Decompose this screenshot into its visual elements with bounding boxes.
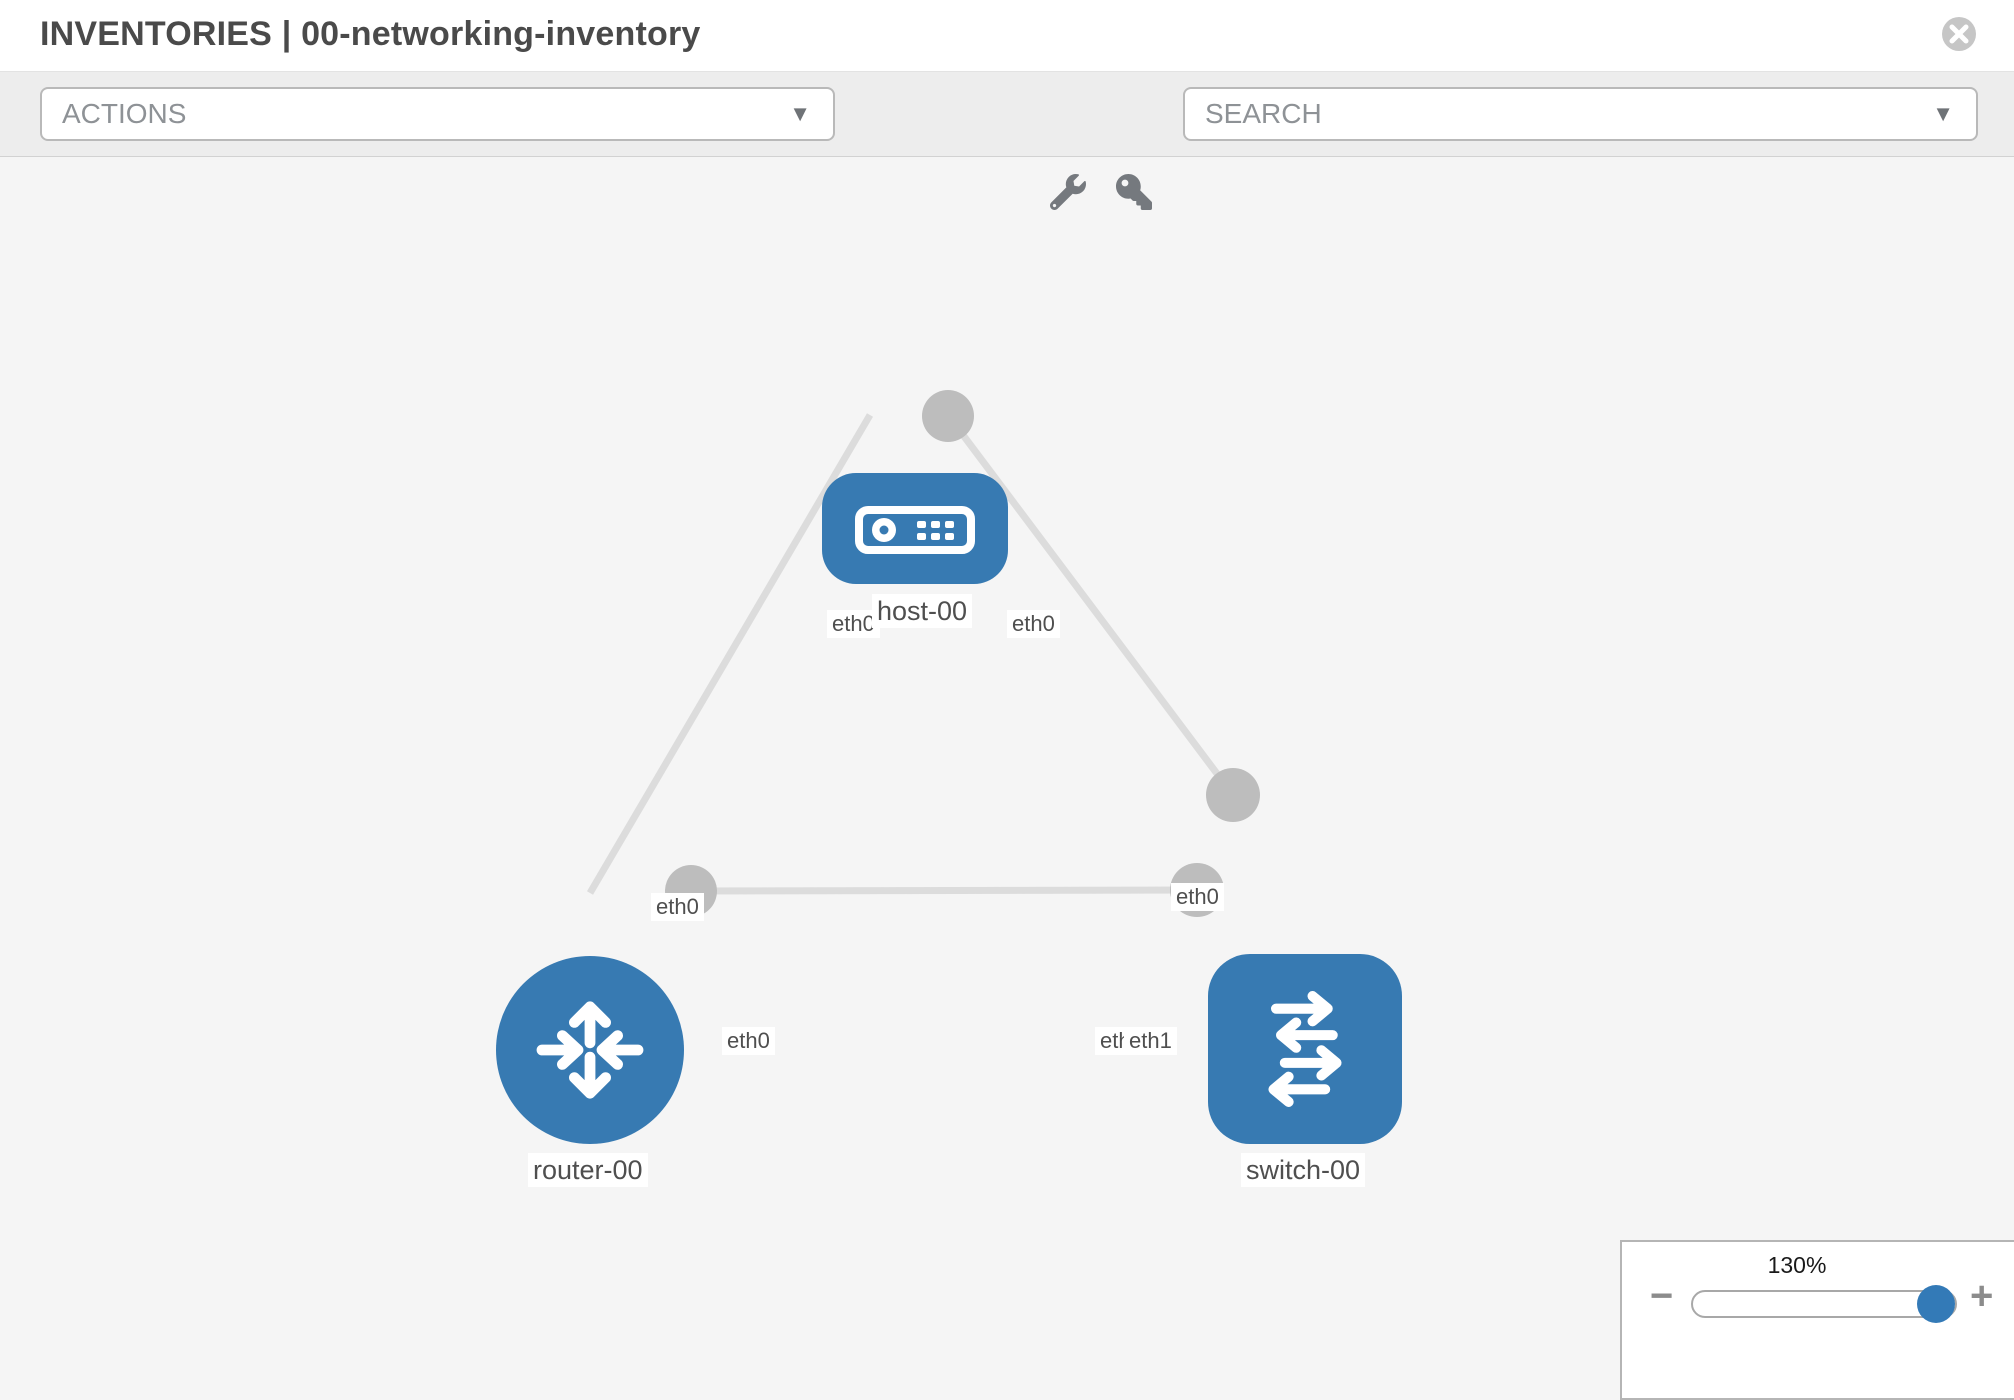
actions-dropdown-label: ACTIONS: [62, 98, 187, 129]
zoom-slider-thumb[interactable]: [1917, 1285, 1955, 1323]
close-button[interactable]: [1942, 17, 1976, 51]
zoom-level-value: 130%: [1767, 1252, 1827, 1278]
zoom-slider-track[interactable]: [1691, 1285, 1957, 1323]
search-dropdown-label: SEARCH: [1205, 98, 1322, 129]
configure-button[interactable]: [1046, 170, 1090, 214]
page-title: INVENTORIES | 00-networking-inventory: [40, 15, 701, 53]
credentials-button[interactable]: [1112, 170, 1156, 214]
iface-label-router-eth0-uplink: eth0: [651, 893, 704, 921]
topology-links-layer: [586, 390, 1260, 917]
router-icon: [536, 1001, 644, 1099]
node-router-00[interactable]: [496, 956, 684, 1144]
iface-label-switch-eth1: eth1: [1124, 1027, 1177, 1055]
wrench-icon: [1050, 174, 1086, 210]
port-host-eth0[interactable]: [922, 390, 974, 442]
node-label-switch-00: switch-00: [1241, 1153, 1366, 1187]
key-icon: [1116, 174, 1152, 210]
search-dropdown[interactable]: SEARCH ▼: [1183, 87, 1978, 141]
header-bar: INVENTORIES | 00-networking-inventory: [0, 0, 2014, 72]
port-switch-eth0[interactable]: [1206, 768, 1260, 822]
iface-label-host-eth0-left: eth0: [827, 610, 880, 638]
node-label-router-00: router-00: [528, 1153, 648, 1187]
zoom-in-button[interactable]: +: [1970, 1274, 1994, 1318]
node-host-00[interactable]: [822, 473, 1008, 584]
chevron-down-icon: ▼: [1932, 101, 1954, 126]
switch-icon: [1268, 991, 1342, 1107]
chevron-down-icon: ▼: [789, 101, 811, 126]
zoom-control-panel: 130% − +: [1620, 1240, 2014, 1400]
host-icon: [855, 505, 975, 554]
actions-dropdown[interactable]: ACTIONS ▼: [40, 87, 835, 141]
link-router-switch[interactable]: [689, 886, 1198, 895]
iface-label-router-eth0: eth0: [722, 1027, 775, 1055]
node-label-host-00: host-00: [872, 594, 973, 628]
zoom-out-button[interactable]: −: [1650, 1274, 1674, 1318]
node-switch-00[interactable]: [1208, 954, 1402, 1144]
iface-label-host-eth0-right: eth0: [1007, 610, 1060, 638]
link-host-switch[interactable]: [945, 412, 1236, 798]
iface-label-switch-eth0-uplink: eth0: [1171, 883, 1224, 911]
close-icon: [1949, 24, 1969, 44]
toolbar: ACTIONS ▼ SEARCH ▼: [0, 72, 2014, 210]
topology-canvas[interactable]: eth0 host-00 eth0 eth0 eth0 eth0 eth0 et…: [0, 157, 2014, 1400]
